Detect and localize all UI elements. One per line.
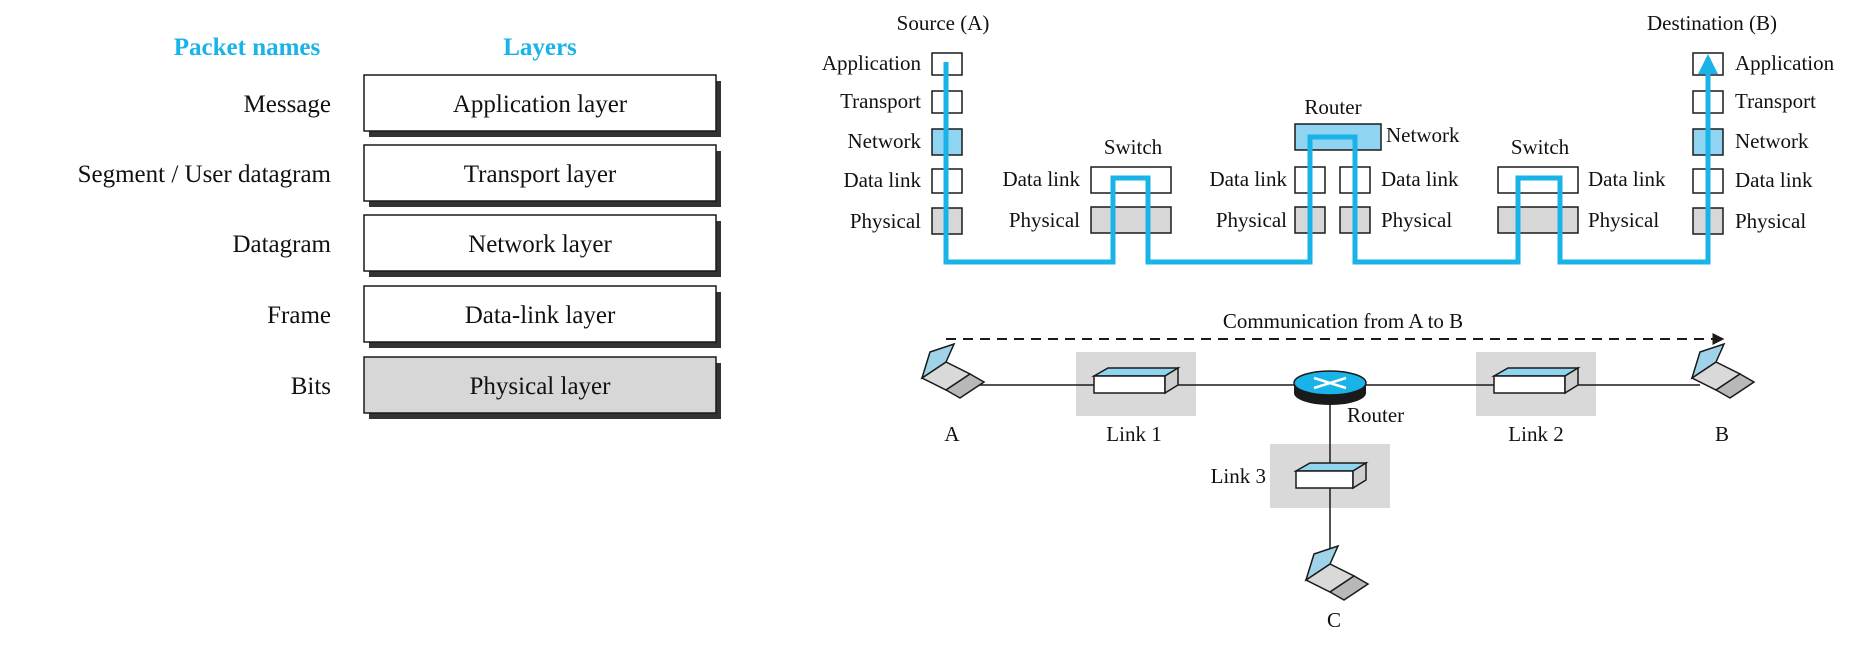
packet-layer-table: Packet names Layers Application layer Me… xyxy=(78,34,721,419)
router-physical-label-right: Physical xyxy=(1381,208,1452,232)
host-c-label: C xyxy=(1327,608,1341,632)
layer-label: Transport layer xyxy=(464,161,617,188)
switch-1-label: Switch xyxy=(1104,135,1163,159)
layer-rows: Application layer Message Transport laye… xyxy=(78,74,721,419)
layer-label: Data-link layer xyxy=(465,302,616,329)
laptop-c-icon xyxy=(1304,544,1370,601)
dest-physical-label: Physical xyxy=(1735,209,1806,233)
switch-2-label: Switch xyxy=(1511,135,1570,159)
switch-2-stack: Switch Data link Physical xyxy=(1497,135,1666,234)
data-path-line xyxy=(943,54,1718,265)
network-topology: Communication from A to B xyxy=(920,309,1756,632)
router-stack: Router Network Data link Physical Data l… xyxy=(1209,95,1460,234)
packet-name: Datagram xyxy=(232,231,331,258)
layer-label: Physical layer xyxy=(470,373,612,400)
layer-box xyxy=(363,214,717,272)
layer-box-shaded xyxy=(363,356,717,414)
switch-1-icon xyxy=(1091,366,1181,395)
source-network-label: Network xyxy=(848,129,922,153)
host-b-label: B xyxy=(1715,422,1729,446)
layer-path-diagram: Source (A) Destination (B) Application T… xyxy=(822,11,1835,265)
laptop-a-icon xyxy=(920,342,986,399)
switch-1-datalink-label: Data link xyxy=(1002,167,1080,191)
source-datalink-label: Data link xyxy=(843,168,921,192)
switch-1-physical-box xyxy=(1090,206,1172,234)
link-2-label: Link 2 xyxy=(1508,422,1563,446)
switch-2-icon xyxy=(1491,366,1581,395)
router-label: Router xyxy=(1304,95,1361,119)
switch-1-physical-label: Physical xyxy=(1009,208,1080,232)
link-3-label: Link 3 xyxy=(1211,464,1266,488)
source-label: Source (A) xyxy=(897,11,990,35)
dest-datalink-label: Data link xyxy=(1735,168,1813,192)
packet-name: Message xyxy=(244,91,331,118)
host-a-label: A xyxy=(944,422,960,446)
router-network-label: Network xyxy=(1386,123,1460,147)
router-physical-label-left: Physical xyxy=(1216,208,1287,232)
source-transport-label: Transport xyxy=(840,89,921,113)
router-icon xyxy=(1293,370,1367,405)
packet-name: Bits xyxy=(291,373,331,400)
destination-stack: Application Transport Network Data link … xyxy=(1692,51,1835,235)
source-physical-label: Physical xyxy=(850,209,921,233)
router-datalink-label-left: Data link xyxy=(1209,167,1287,191)
switch-3-icon xyxy=(1293,461,1369,490)
dest-network-label: Network xyxy=(1735,129,1809,153)
layer-label: Application layer xyxy=(453,91,628,118)
router-datalink-label-right: Data link xyxy=(1381,167,1459,191)
switch-2-physical-label: Physical xyxy=(1588,208,1659,232)
dest-transport-label: Transport xyxy=(1735,89,1816,113)
router-topology-label: Router xyxy=(1347,403,1404,427)
packet-name: Frame xyxy=(267,302,331,329)
layer-box xyxy=(363,144,717,202)
laptop-b-icon xyxy=(1690,342,1756,399)
dest-application-label: Application xyxy=(1735,51,1835,75)
layers-header: Layers xyxy=(503,34,577,61)
packet-name: Segment / User datagram xyxy=(78,161,332,188)
communication-label: Communication from A to B xyxy=(1223,309,1463,333)
layer-box xyxy=(363,285,717,343)
source-stack: Application Transport Network Data link … xyxy=(822,51,963,235)
destination-label: Destination (B) xyxy=(1647,11,1777,35)
layer-box xyxy=(363,74,717,132)
packet-names-header: Packet names xyxy=(174,34,321,61)
layer-label: Network layer xyxy=(468,231,612,258)
switch-2-datalink-label: Data link xyxy=(1588,167,1666,191)
source-application-label: Application xyxy=(822,51,922,75)
switch-2-physical-box xyxy=(1497,206,1579,234)
link-1-label: Link 1 xyxy=(1106,422,1161,446)
